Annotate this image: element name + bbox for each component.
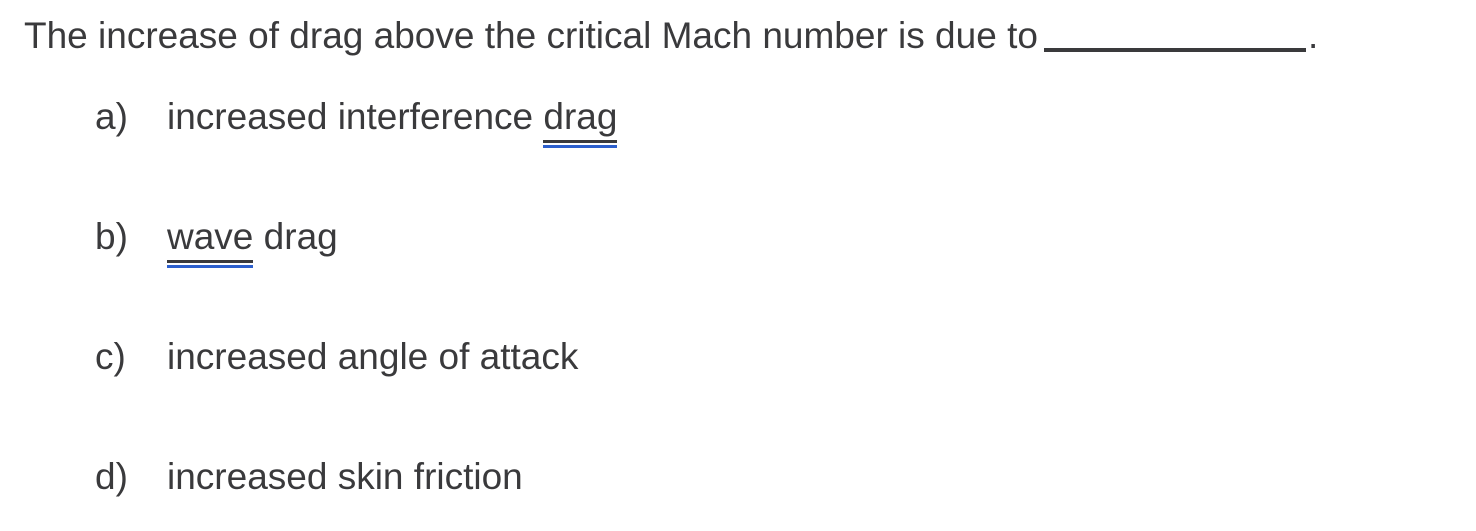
- option-b-text-after: drag: [253, 216, 338, 257]
- option-b-underlined-word[interactable]: wave: [167, 215, 254, 268]
- option-d-text: increased skin friction: [167, 456, 523, 497]
- option-a[interactable]: a) increased interference drag: [95, 95, 618, 148]
- question-stem-text: The increase of drag above the critical …: [24, 15, 1038, 56]
- option-b[interactable]: b) wave drag: [95, 215, 338, 268]
- option-a-text-before: increased interference: [167, 96, 544, 137]
- option-a-marker: a): [95, 96, 128, 137]
- question-stem: The increase of drag above the critical …: [24, 14, 1464, 58]
- question-period: .: [1307, 15, 1319, 56]
- option-c[interactable]: c) increased angle of attack: [95, 335, 578, 379]
- option-d-marker: d): [95, 456, 128, 497]
- option-c-marker: c): [95, 336, 126, 377]
- option-a-underlined-word[interactable]: drag: [543, 95, 618, 148]
- answer-blank: [1043, 18, 1306, 52]
- option-b-marker: b): [95, 216, 128, 257]
- option-c-text: increased angle of attack: [167, 336, 579, 377]
- option-d[interactable]: d) increased skin friction: [95, 455, 523, 499]
